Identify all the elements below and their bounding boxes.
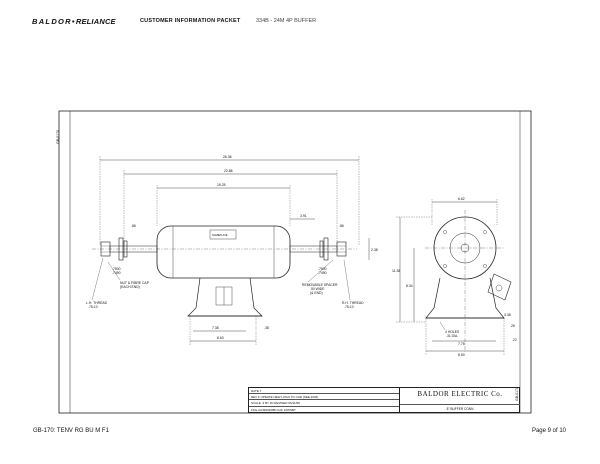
dim-overall-h: 11.38 xyxy=(392,269,400,273)
note-lh: L.H. THREAD xyxy=(86,301,108,305)
dim-dia-right-2: .7490 xyxy=(318,271,327,275)
brand-sub: RELIANCE xyxy=(75,17,116,26)
dim-center: 3.91 xyxy=(300,214,307,218)
nut-right xyxy=(336,241,347,257)
title-block: DATE 7 REV F UPDATE NEW LOGO TO CAD (SEE… xyxy=(248,387,520,413)
leader-nut xyxy=(107,261,121,281)
front-view xyxy=(91,156,370,345)
leader-lh xyxy=(91,257,104,301)
note-spacer-od: .50 WIDE xyxy=(310,287,325,291)
bolt-hole-1 xyxy=(443,230,447,234)
dim-side-base-off: .22 xyxy=(512,338,517,342)
tb-row-scale: SCALE .3 BY JD REVISED 06/11/98 xyxy=(249,400,399,407)
dim-slot-w: 3.38 xyxy=(504,313,511,317)
page-header: BALDOR•RELIANCE CUSTOMER INFORMATION PAC… xyxy=(0,17,600,31)
note-spacer: REMOVABLE SPACER xyxy=(302,283,338,287)
dim-shaft-left: .86 xyxy=(131,224,136,228)
brand-logo: BALDOR•RELIANCE xyxy=(32,17,116,26)
conduit-hole xyxy=(495,284,503,292)
note-nut: NUT & FIBRE CAP xyxy=(120,281,150,285)
note-spacer-qty: (& END) xyxy=(310,291,323,295)
dim-dia-right-1: .7500 xyxy=(318,267,327,271)
brand-name: BALDOR xyxy=(32,17,72,26)
packet-title: CUSTOMER INFORMATION PACKET xyxy=(140,18,241,24)
dim-body: 15.25 xyxy=(217,183,226,187)
company-name: BALDOR ELECTRIC Co. xyxy=(417,390,503,398)
nameplate-label: NAMEPLATE xyxy=(212,233,228,237)
leader-rh xyxy=(343,259,351,301)
note-rh-spec: .75-10 xyxy=(344,305,354,309)
dim-base-total: 8.63 xyxy=(217,336,224,340)
bolt-hole-3 xyxy=(443,264,447,268)
leader-spacer xyxy=(307,259,334,283)
tb-row-rev: REV F UPDATE NEW LOGO TO CAD (SEE 2006) xyxy=(249,394,399,401)
note-holes: 4 HOLES xyxy=(445,330,460,334)
dim-base-off: .38 xyxy=(264,326,269,330)
bolt-hole-2 xyxy=(483,230,487,234)
dim-center-h: 8.34 xyxy=(406,284,413,288)
pedestal xyxy=(187,277,263,317)
drawing-frame xyxy=(58,110,532,414)
dim-shaft-right: .86 xyxy=(339,224,344,228)
dim-side-base-b: 8.50 xyxy=(458,353,465,357)
nameplate xyxy=(209,229,237,240)
side-tag-left: GB-0170 xyxy=(56,129,61,145)
tb-row-date: DATE 7 xyxy=(249,388,399,395)
dim-slot-h: .25 xyxy=(510,324,515,328)
side-view xyxy=(396,199,512,355)
dim-base: 7.38 xyxy=(212,326,219,330)
dim-side-base-a: 7.75 xyxy=(458,342,465,346)
tb-rev: REV F UPDATE NEW LOGO TO CAD (SEE 2006) xyxy=(251,395,319,400)
note-hole-dia: .31 DIA. xyxy=(446,334,458,338)
nut-left xyxy=(100,241,111,257)
flange-left-outer xyxy=(118,237,124,261)
tb-row-file: FILE AA4960208B CHK 10WNBT xyxy=(249,407,399,413)
dim-dia-left-1: .7500 xyxy=(112,267,121,271)
drawing-description: 8" BUFFER CONN xyxy=(400,404,520,411)
leader-holes xyxy=(439,321,446,331)
tb-scale: SCALE .3 BY JD REVISED 06/11/98 xyxy=(251,401,300,406)
dimension-labels: 26.38 22.88 15.25 .86 .86 3.91 2.38 7.38… xyxy=(86,155,517,357)
conduit-box xyxy=(487,273,512,301)
note-rh: R.H. THREAD xyxy=(342,301,364,305)
bolt-hole-4 xyxy=(483,264,487,268)
note-nut-qty: (EACH END) xyxy=(120,285,140,289)
flange-left-inner xyxy=(123,240,128,258)
footer-doc-id: GB-170: TENV RG BU M F1 xyxy=(33,428,109,434)
dim-height: 2.38 xyxy=(371,248,378,252)
dim-guards: 22.88 xyxy=(224,169,233,173)
footer-page-number: Page 9 of 10 xyxy=(531,428,566,434)
brand-separator: • xyxy=(71,17,76,26)
model-label: 334B - 24M 4P BUFFER xyxy=(256,18,317,24)
flange-right-outer xyxy=(323,237,329,261)
flange-right-inner xyxy=(319,240,324,258)
tb-date: DATE 7 xyxy=(251,389,262,393)
title-block-revisions: DATE 7 REV F UPDATE NEW LOGO TO CAD (SEE… xyxy=(249,388,400,412)
dim-side-width: 6.62 xyxy=(458,197,465,201)
tb-file: FILE AA4960208B CHK 10WNBT xyxy=(251,407,296,412)
dim-overall: 26.38 xyxy=(223,155,232,159)
note-lh-spec: .75-10 xyxy=(88,305,98,309)
dim-dia-left-2: .7490 xyxy=(112,271,121,275)
